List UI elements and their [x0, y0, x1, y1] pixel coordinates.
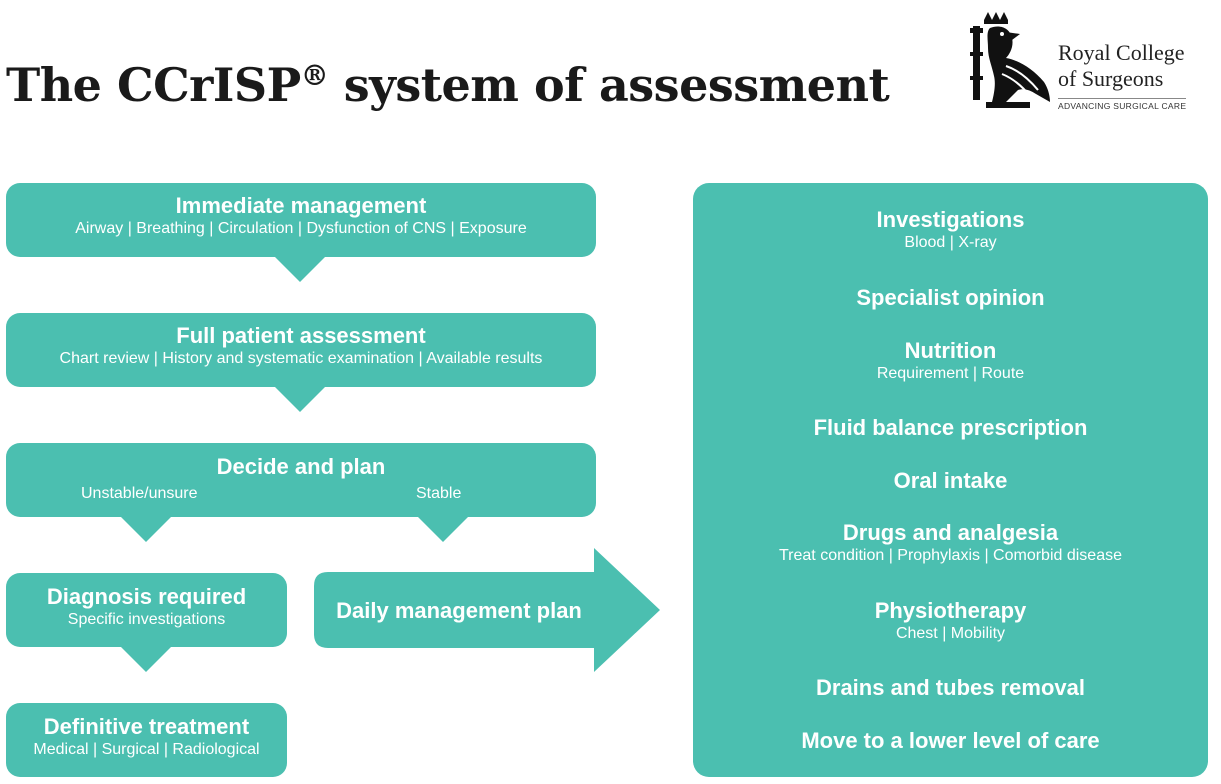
- logo-tagline: ADVANCING SURGICAL CARE: [1058, 98, 1187, 111]
- definitive-treatment-heading: Definitive treatment: [43, 714, 250, 739]
- daily-management-plan-label: Daily management plan: [336, 598, 582, 623]
- plan-item-specialist-opinion: Specialist opinion: [693, 285, 1208, 311]
- page-title: The CCrISP® system of assessment: [6, 58, 890, 112]
- logo-name-line1: Royal College: [1058, 40, 1185, 65]
- diagnosis-required-detail: Specific investigations: [67, 611, 226, 628]
- definitive-treatment-box: Definitive treatment Medical | Surgical …: [6, 703, 287, 777]
- arrow-down-3: [120, 646, 172, 672]
- arrow-down-2: [274, 386, 326, 412]
- plan-item-heading: Move to a lower level of care: [801, 728, 1100, 753]
- immediate-management-heading: Immediate management: [175, 193, 427, 218]
- full-assessment-box: Full patient assessment Chart review | H…: [6, 313, 596, 387]
- daily-plan-arrow-shape: [314, 548, 660, 672]
- plan-item-heading: Oral intake: [893, 468, 1008, 493]
- diagnosis-required-heading: Diagnosis required: [46, 584, 247, 609]
- unstable-branch-label: Unstable/unsure: [81, 485, 198, 502]
- plan-item-heading: Drains and tubes removal: [816, 675, 1085, 700]
- daily-plan-components-panel: Investigations Blood | X-ray Specialist …: [693, 183, 1208, 777]
- rcs-logo: Royal College of Surgeons ADVANCING SURG…: [966, 10, 1198, 114]
- plan-item-heading: Specialist opinion: [856, 285, 1045, 310]
- title-rest: system of assessment: [328, 58, 890, 112]
- plan-item-fluid-balance: Fluid balance prescription: [693, 415, 1208, 441]
- logo-name-line2: of Surgeons: [1058, 66, 1164, 91]
- plan-item-detail: Treat condition | Prophylaxis | Comorbid…: [779, 547, 1122, 564]
- plan-item-heading: Drugs and analgesia: [842, 520, 1059, 545]
- plan-item-nutrition: Nutrition Requirement | Route: [693, 338, 1208, 384]
- plan-item-investigations: Investigations Blood | X-ray: [693, 207, 1208, 253]
- plan-item-heading: Physiotherapy: [874, 598, 1027, 623]
- logo-name: Royal College of Surgeons: [1058, 40, 1184, 92]
- definitive-treatment-detail: Medical | Surgical | Radiological: [33, 741, 260, 758]
- plan-item-detail: Blood | X-ray: [904, 234, 997, 251]
- plan-item-heading: Investigations: [876, 207, 1025, 232]
- arrow-down-unstable: [120, 516, 172, 542]
- plan-item-detail: Requirement | Route: [876, 365, 1025, 382]
- full-assessment-heading: Full patient assessment: [176, 323, 426, 348]
- plan-item-physiotherapy: Physiotherapy Chest | Mobility: [693, 598, 1208, 644]
- diagnosis-required-box: Diagnosis required Specific investigatio…: [6, 573, 287, 647]
- plan-item-drugs-analgesia: Drugs and analgesia Treat condition | Pr…: [693, 520, 1208, 566]
- plan-item-drains-tubes: Drains and tubes removal: [693, 675, 1208, 701]
- immediate-management-box: Immediate management Airway | Breathing …: [6, 183, 596, 257]
- eagle-crest-icon: [970, 12, 1050, 108]
- arrow-down-1: [274, 256, 326, 282]
- decide-plan-heading: Decide and plan: [216, 454, 386, 479]
- full-assessment-detail: Chart review | History and systematic ex…: [59, 350, 543, 367]
- title-main: The CCrISP: [6, 58, 301, 112]
- decide-plan-box: Decide and plan Unstable/unsure Stable: [6, 443, 596, 517]
- arrow-down-stable: [417, 516, 469, 542]
- immediate-management-detail: Airway | Breathing | Circulation | Dysfu…: [75, 220, 527, 237]
- plan-item-detail: Chest | Mobility: [895, 625, 1006, 642]
- stable-branch-label: Stable: [416, 485, 462, 502]
- plan-item-lower-level-care: Move to a lower level of care: [693, 728, 1208, 754]
- plan-item-heading: Fluid balance prescription: [813, 415, 1088, 440]
- plan-item-oral-intake: Oral intake: [693, 468, 1208, 494]
- registered-mark: ®: [300, 59, 329, 92]
- plan-item-heading: Nutrition: [904, 338, 997, 363]
